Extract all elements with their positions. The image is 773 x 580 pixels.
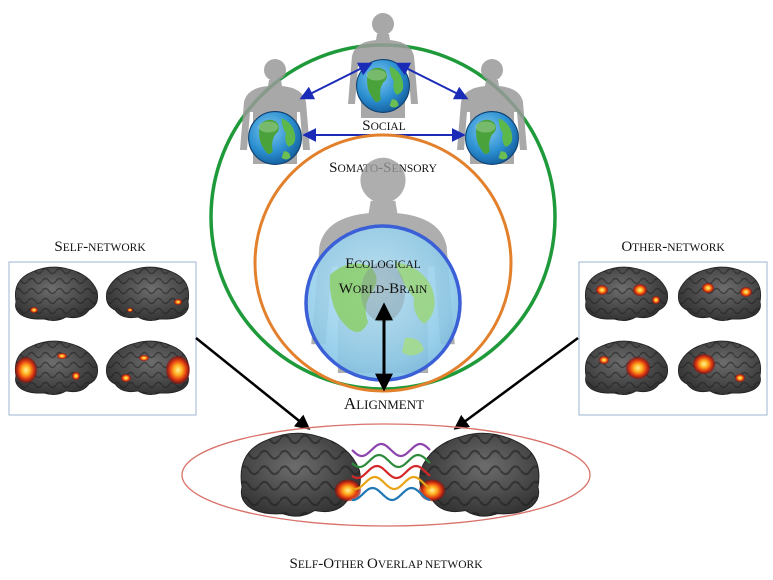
self-to-overlap-arrow bbox=[195, 337, 311, 430]
overlap-ellipse bbox=[181, 423, 591, 527]
wave-line bbox=[351, 475, 431, 491]
social-arrow-right bbox=[395, 62, 469, 100]
other-to-overlap-arrow bbox=[453, 336, 579, 430]
social-person-top bbox=[348, 13, 418, 118]
social-person-right bbox=[457, 59, 527, 165]
wave-line bbox=[351, 486, 431, 502]
wave-line bbox=[351, 464, 431, 480]
social-arrow-left bbox=[299, 62, 373, 100]
brain-icon bbox=[419, 432, 540, 517]
wave-line bbox=[351, 442, 431, 458]
brain-icon bbox=[105, 266, 190, 322]
social-label: SOCIAL bbox=[362, 118, 405, 134]
self-network-label: SELF-NETWORK bbox=[54, 239, 146, 255]
brain-icon bbox=[14, 340, 99, 396]
brain-icon bbox=[584, 266, 669, 322]
brain-icon bbox=[584, 340, 669, 396]
self-network-panel bbox=[8, 261, 197, 416]
alignment-label: ALIGNMENT bbox=[344, 394, 424, 413]
wave-line bbox=[351, 453, 431, 469]
other-network-panel bbox=[578, 261, 768, 416]
brain-icon bbox=[14, 266, 99, 322]
self-other-overlap-label: SELF-OTHER OVERLAP NETWORK bbox=[289, 556, 483, 572]
brain-icon bbox=[240, 432, 361, 517]
social-person-left bbox=[240, 59, 310, 165]
other-network-label: OTHER-NETWORK bbox=[621, 239, 725, 255]
world-brain-label: WORLD-BRAIN bbox=[339, 281, 428, 297]
brain-icon bbox=[677, 340, 762, 396]
synchrony-waves bbox=[351, 442, 431, 502]
ecological-label: ECOLOGICAL bbox=[345, 256, 421, 272]
brain-icon bbox=[105, 340, 190, 396]
brain-icon bbox=[677, 266, 762, 322]
